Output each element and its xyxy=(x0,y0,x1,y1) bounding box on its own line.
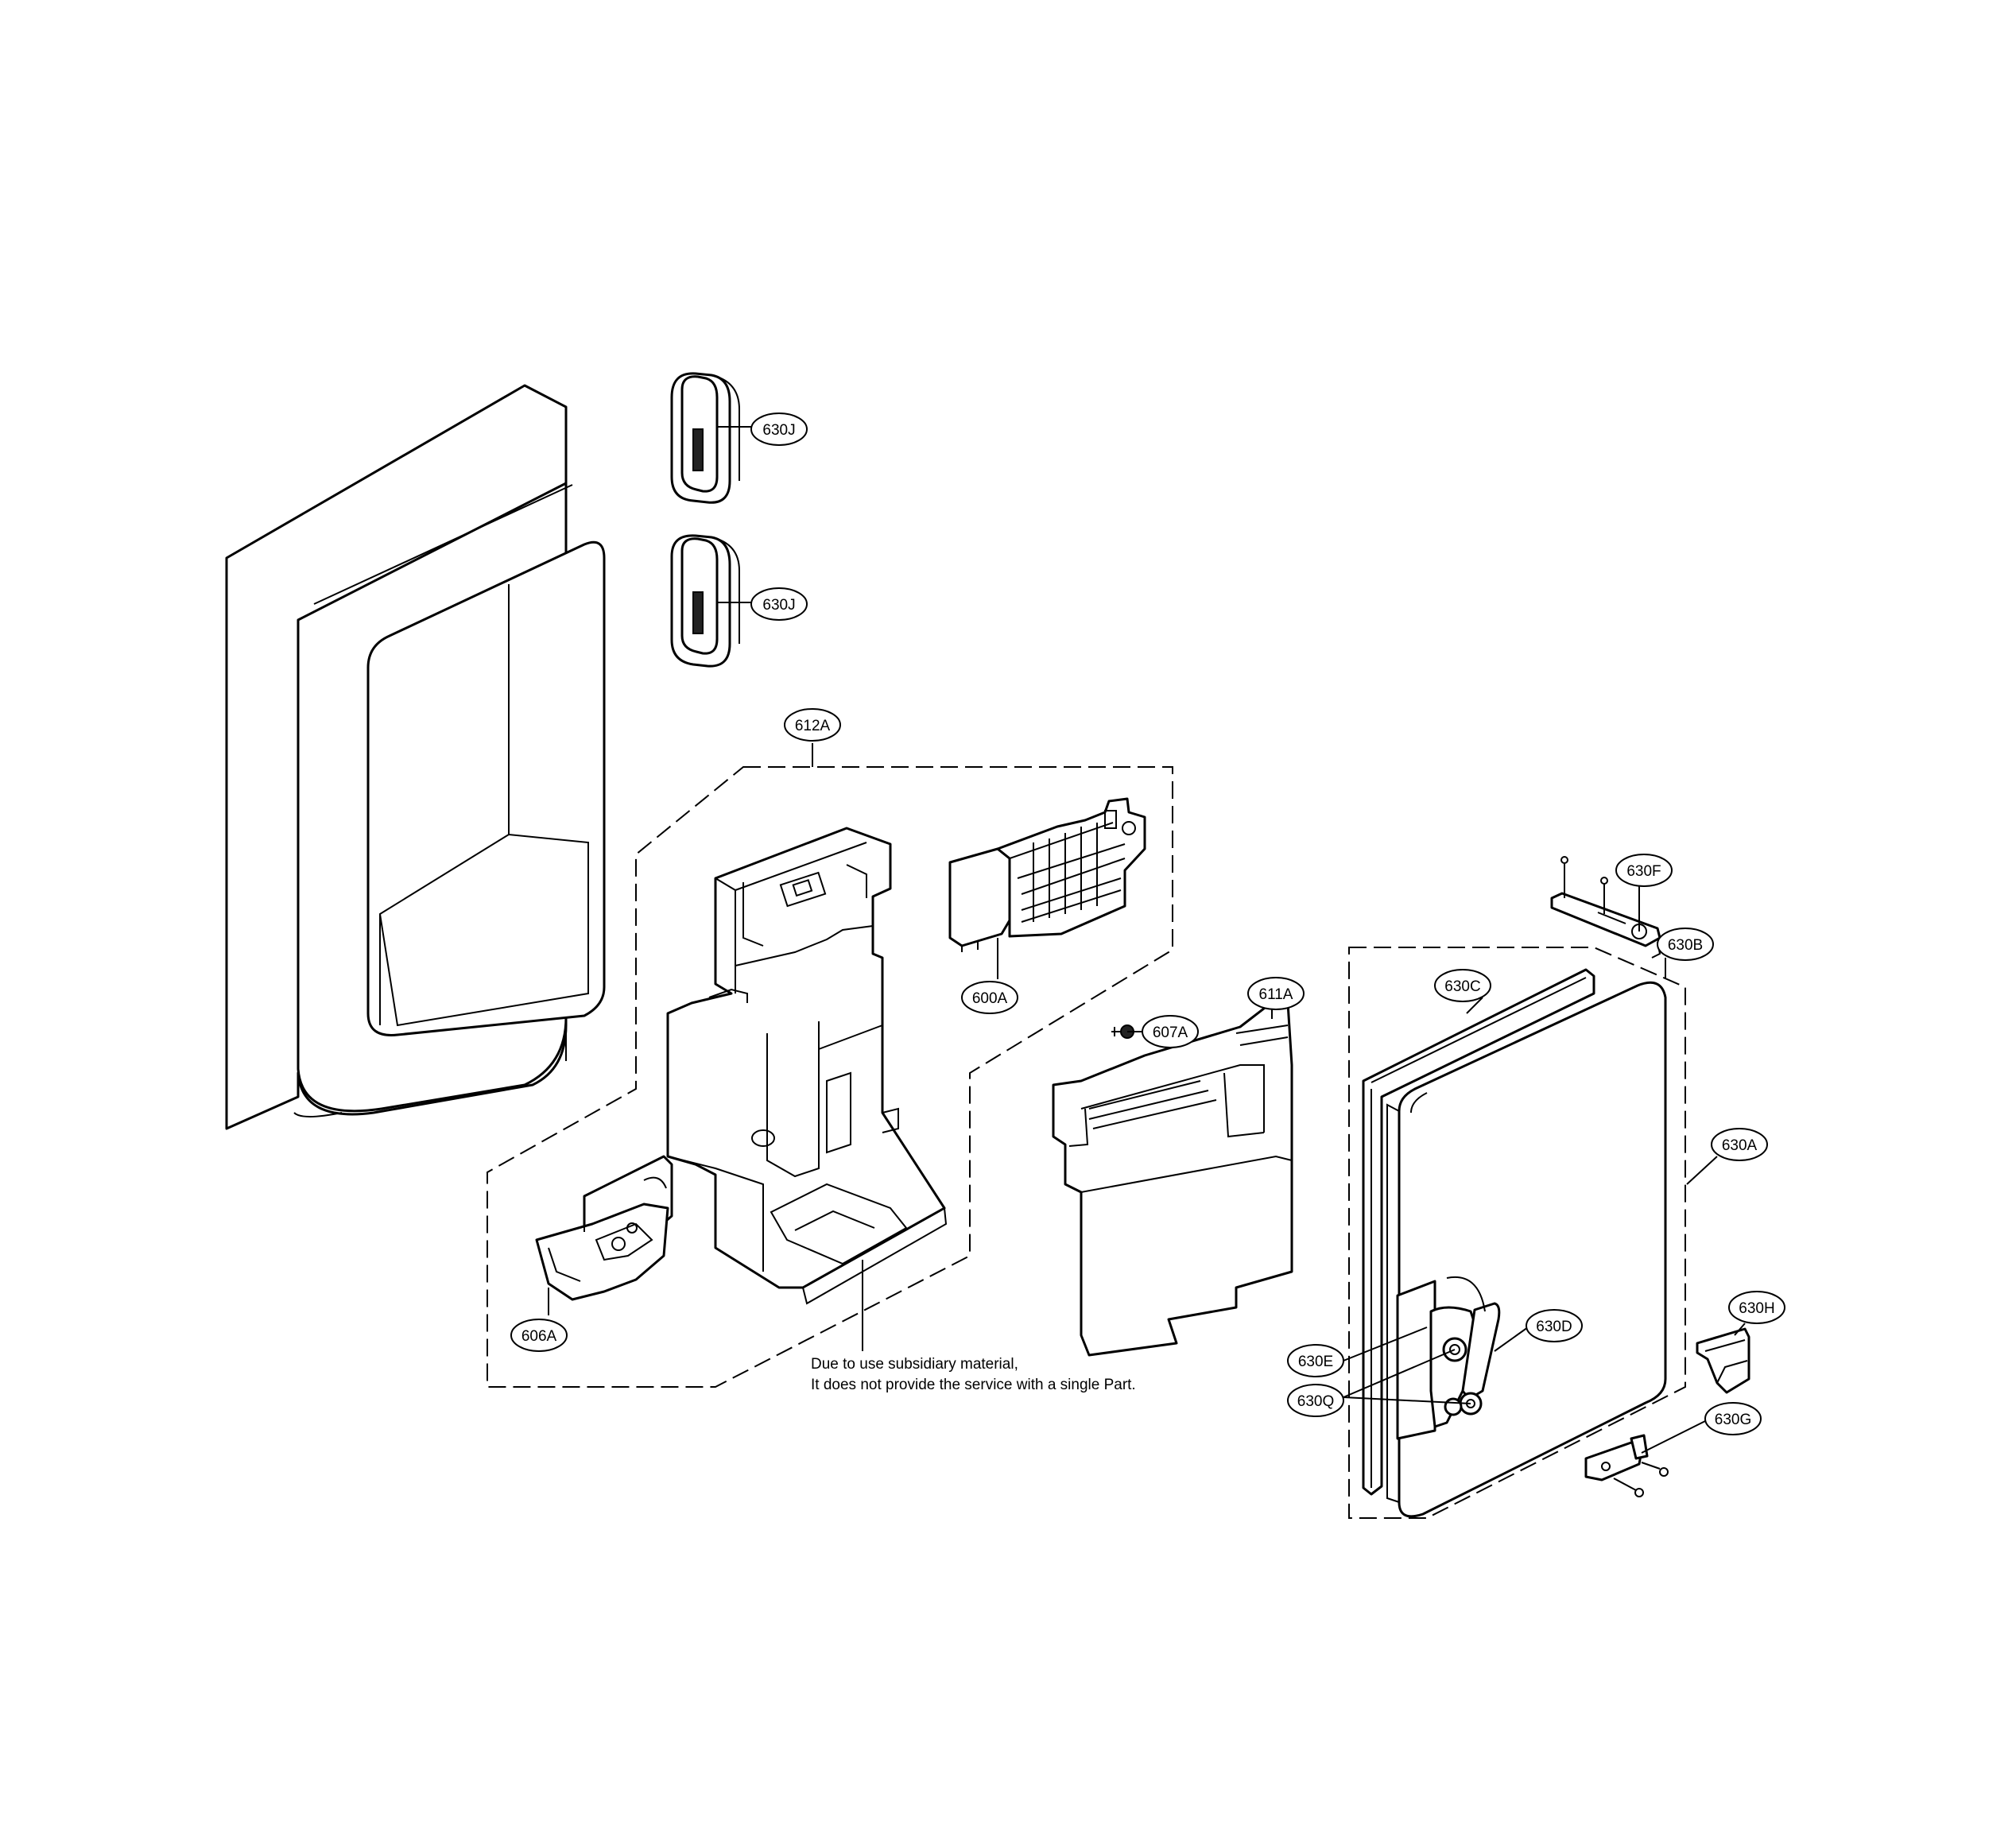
callout-607A: 607A xyxy=(1142,1015,1199,1048)
callout-630C: 630C xyxy=(1434,969,1491,1002)
callout-630J-top: 630J xyxy=(750,412,808,446)
svg-text:630H: 630H xyxy=(1739,1300,1774,1317)
dispenser-housing xyxy=(666,827,948,1305)
callout-606A: 606A xyxy=(510,1319,568,1352)
svg-text:630F: 630F xyxy=(1626,863,1661,880)
svg-text:630B: 630B xyxy=(1668,937,1703,954)
callout-630F: 630F xyxy=(1615,854,1673,887)
svg-text:630E: 630E xyxy=(1298,1354,1333,1370)
callout-600A: 600A xyxy=(961,981,1018,1014)
svg-text:630G: 630G xyxy=(1715,1412,1751,1428)
assembly-612A-boundary xyxy=(487,766,1173,1388)
ice-maker-600A xyxy=(948,797,1146,952)
svg-text:630C: 630C xyxy=(1444,978,1480,995)
callout-630D: 630D xyxy=(1526,1309,1583,1342)
service-note: Due to use subsidiary material, It does … xyxy=(811,1356,1136,1393)
door-outer-panel xyxy=(225,384,606,1130)
svg-text:630J: 630J xyxy=(762,422,795,439)
gasket-630C xyxy=(1362,968,1595,1496)
svg-text:607A: 607A xyxy=(1153,1024,1188,1041)
callout-630A: 630A xyxy=(1711,1128,1768,1161)
chute-cover-611A xyxy=(1052,1001,1293,1357)
service-note-line1: Due to use subsidiary material, xyxy=(811,1356,1018,1373)
svg-text:600A: 600A xyxy=(972,990,1008,1007)
bottom-hinge-630G xyxy=(1584,1434,1669,1497)
callout-630E: 630E xyxy=(1287,1344,1344,1377)
svg-text:630J: 630J xyxy=(762,597,795,614)
handle-630J-bottom xyxy=(670,534,740,668)
bracket-606A xyxy=(535,1155,673,1301)
callout-630H: 630H xyxy=(1728,1291,1785,1324)
svg-text:630A: 630A xyxy=(1722,1137,1758,1154)
callout-630G: 630G xyxy=(1704,1402,1762,1435)
callout-611A: 611A xyxy=(1247,977,1305,1010)
callout-612A: 612A xyxy=(784,708,841,742)
assembly-630A-boundary xyxy=(1348,947,1686,1519)
svg-text:630Q: 630Q xyxy=(1297,1393,1334,1410)
door-hinge-assembly xyxy=(1396,1276,1501,1440)
callout-630B: 630B xyxy=(1657,928,1714,961)
callout-630Q: 630Q xyxy=(1287,1384,1344,1417)
svg-text:630D: 630D xyxy=(1536,1319,1572,1335)
svg-text:611A: 611A xyxy=(1259,986,1293,1003)
svg-text:606A: 606A xyxy=(521,1328,557,1345)
service-note-line2: It does not provide the service with a s… xyxy=(811,1377,1136,1393)
handle-630J-top xyxy=(670,372,740,504)
svg-text:612A: 612A xyxy=(795,718,831,734)
hinge-cover-630H xyxy=(1696,1327,1750,1394)
callout-630J-bottom: 630J xyxy=(750,587,808,621)
